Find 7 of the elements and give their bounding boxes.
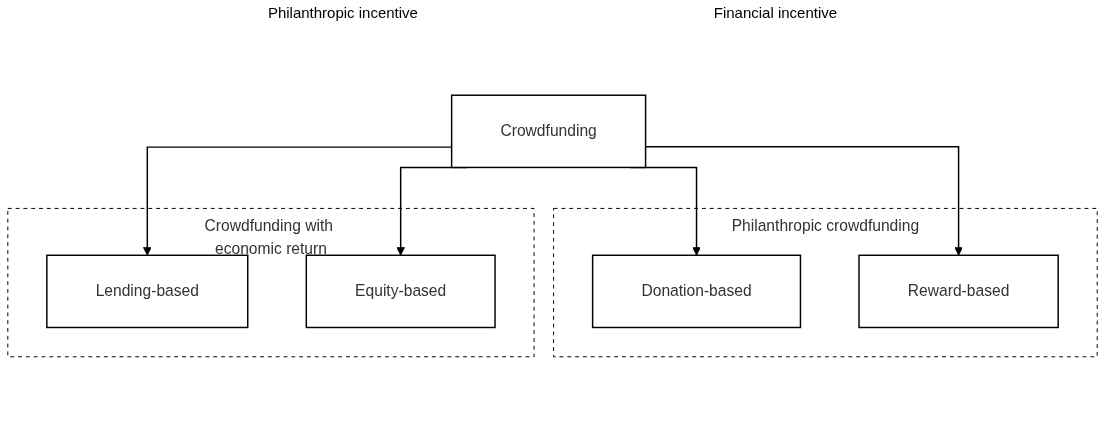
- node-box: Crowdfunding: [450, 94, 647, 169]
- node-box: Equity-based: [305, 254, 496, 329]
- branch-label: Philanthropic incentive: [267, 4, 418, 23]
- node-box: Reward-based: [858, 254, 1059, 329]
- node-box: Lending-based: [46, 254, 249, 329]
- node-box: Donation-based: [591, 254, 802, 329]
- branch-label: Financial incentive: [713, 4, 838, 23]
